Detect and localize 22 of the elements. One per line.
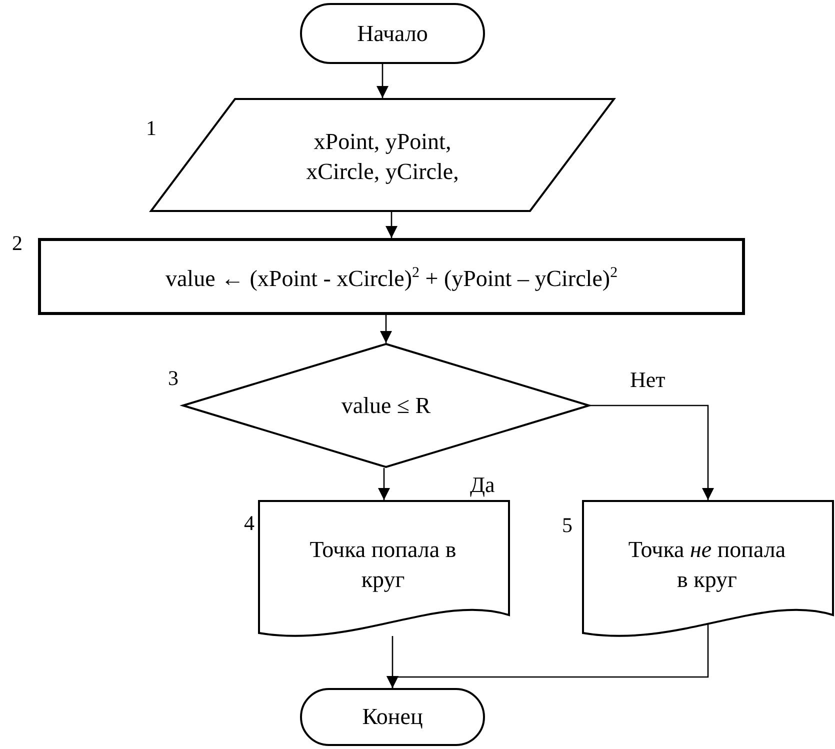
callout-number: 5 <box>562 515 572 536</box>
callout-number: 3 <box>168 368 178 389</box>
node-text: xPoint, yPoint, xCircle, yCircle, <box>305 128 460 186</box>
node-text: Конец <box>362 703 423 732</box>
callout-number: 4 <box>244 513 254 534</box>
callout-number: 1 <box>146 118 156 139</box>
arrow <box>386 212 398 238</box>
arrow <box>378 468 390 500</box>
start-terminator <box>300 3 485 64</box>
node-text: Точка не попала в круг <box>627 536 787 594</box>
arrow <box>386 622 709 688</box>
arrow <box>380 315 392 343</box>
end-terminator <box>300 688 485 746</box>
arrow <box>590 404 714 500</box>
node-text: value ← (xPoint - xCircle)$^{2}$ + (yPoint – yCircle)$^{2}$ <box>165 264 618 294</box>
node-text: Точка попала в круг <box>308 536 458 594</box>
process-box <box>38 238 745 315</box>
node-text: Начало <box>357 20 428 48</box>
arrow <box>376 64 388 98</box>
callout-number: 2 <box>12 233 22 254</box>
node-text: value ≤ R <box>341 392 431 420</box>
decision-diamond <box>182 343 590 468</box>
